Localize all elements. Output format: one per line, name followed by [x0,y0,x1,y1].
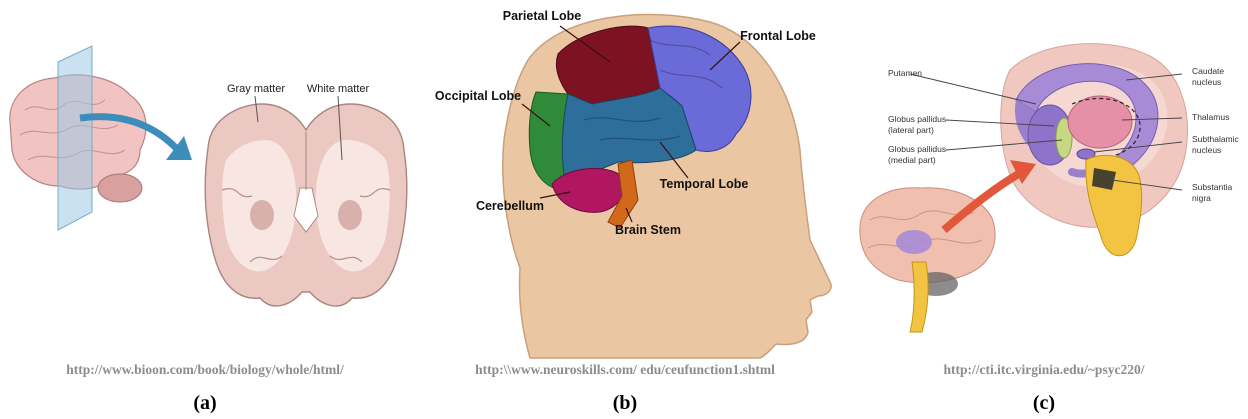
label-gp-lateral: Globus pallidus [888,114,946,124]
label-frontal-lobe: Frontal Lobe [740,29,816,43]
label-cerebellum: Cerebellum [476,199,544,213]
coronal-plane [58,46,92,230]
label-gp-medial: Globus pallidus [888,144,946,154]
label-occipital-lobe: Occipital Lobe [435,89,521,103]
label-substantia-nigra: nigra [1192,193,1211,203]
label-temporal-lobe: Temporal Lobe [660,177,749,191]
label-caudate: Caudate [1192,66,1224,76]
label-caudate-nucleus: nucleus [1192,77,1221,87]
label-thalamus: Thalamus [1192,112,1229,122]
source-url-b: http:\\www.neuroskills.com/ edu/ceufunct… [410,362,840,378]
source-url-c: http://cti.itc.virginia.edu/~psyc220/ [840,362,1248,378]
label-substantia: Substantia [1192,182,1232,192]
label-brain-stem: Brain Stem [615,223,681,237]
panel-b-illustration: Parietal Lobe Frontal Lobe Occipital Lob… [410,0,840,419]
basal-ganglia-closeup [1001,44,1188,256]
label-gray-matter: Gray matter [227,83,285,95]
label-gp-lateral-part: (lateral part) [888,125,934,135]
panel-c-illustration: Putamen Globus pallidus (lateral part) G… [840,0,1248,419]
coronal-brain-slice [205,96,407,306]
source-url-a: http://www.bioon.com/book/biology/whole/… [0,362,410,378]
panel-a-illustration: Gray matter White matter [0,0,410,419]
label-white-matter: White matter [307,83,370,95]
panel-c-basal-ganglia: Putamen Globus pallidus (lateral part) G… [840,0,1248,419]
panel-b-brain-lobes: Parietal Lobe Frontal Lobe Occipital Lob… [410,0,840,419]
thalamus [1068,96,1132,148]
label-subthalamic-nucleus: nucleus [1192,145,1221,155]
caption-c: (c) [840,392,1248,415]
label-gp-medial-part: (medial part) [888,155,936,165]
panel-a-coronal-section: Gray matter White matter http://www.bioo… [0,0,410,419]
caption-a: (a) [0,392,410,415]
label-subthalamic: Subthalamic [1192,134,1240,144]
caption-b: (b) [410,392,840,415]
label-parietal-lobe: Parietal Lobe [503,9,582,23]
label-putamen: Putamen [888,68,922,78]
